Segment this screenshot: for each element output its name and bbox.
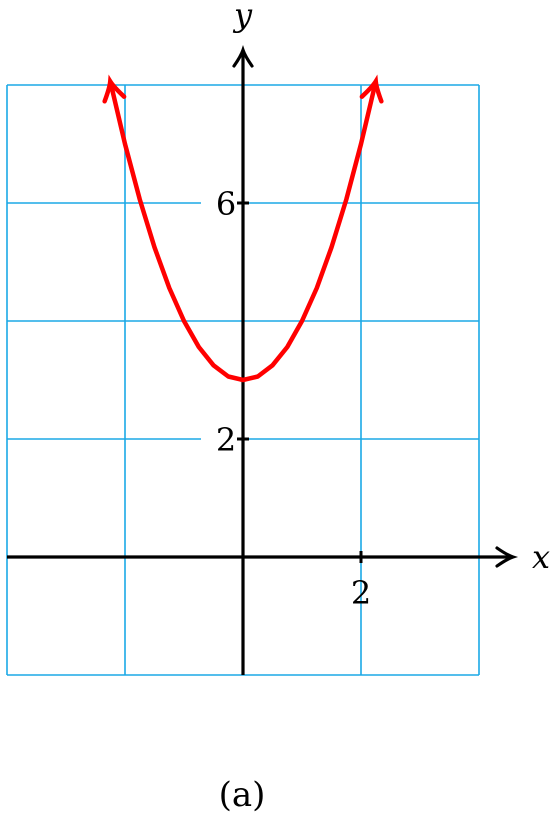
y-tick-label: 6 <box>216 185 236 223</box>
curve-arrowhead-right <box>359 74 384 104</box>
y-axis-arrowhead <box>232 44 254 68</box>
y-tick-label-background <box>201 421 237 457</box>
y-tick-label: 2 <box>216 421 236 459</box>
x-axis-label: x <box>532 538 550 576</box>
x-axis-arrowhead <box>495 546 519 568</box>
axes <box>7 44 519 675</box>
parabola-curve <box>108 80 378 383</box>
tick-labels: 2 2 6 <box>201 185 371 612</box>
curve-arrowhead-left <box>102 74 127 104</box>
y-tick-label-background <box>201 185 237 221</box>
series-layer <box>102 74 384 383</box>
x-tick-label: 2 <box>351 574 371 612</box>
figure-caption: (a) <box>219 775 266 815</box>
y-axis-label: y <box>232 0 253 34</box>
